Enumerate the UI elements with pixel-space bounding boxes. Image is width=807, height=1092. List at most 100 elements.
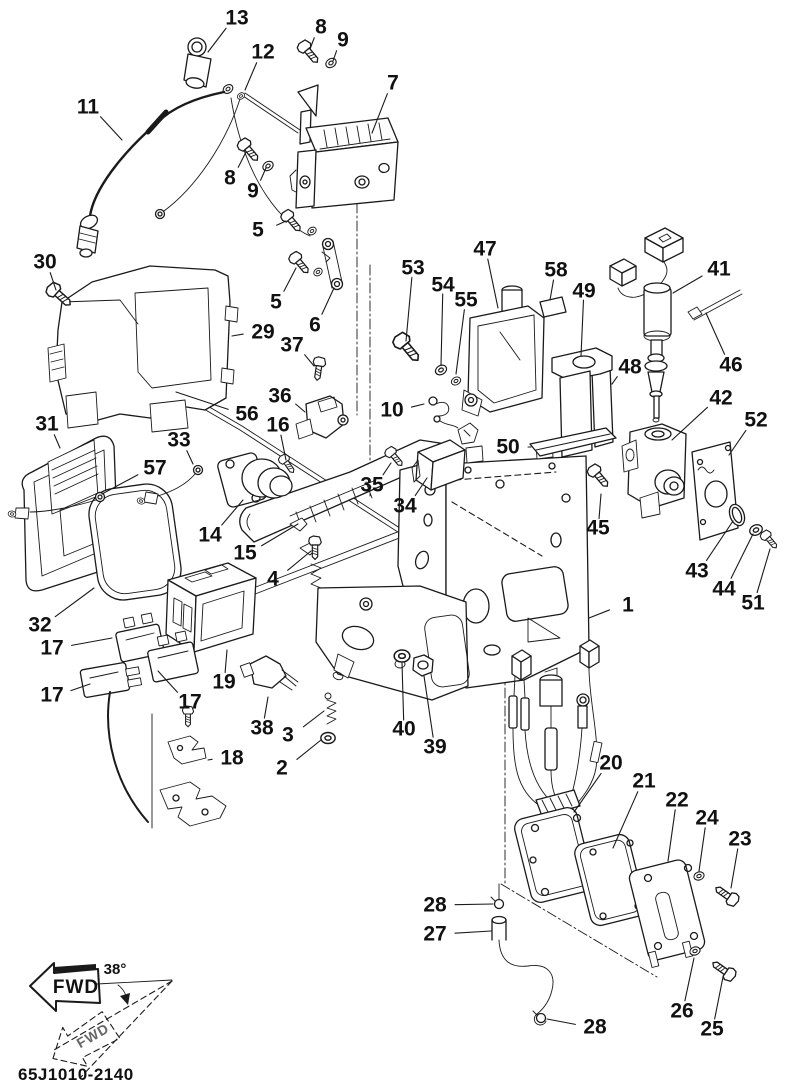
part-14-starter-relay bbox=[217, 452, 293, 508]
callout-43: 43 bbox=[685, 560, 708, 583]
leader-line-3 bbox=[302, 710, 325, 728]
part-49-bracket bbox=[551, 347, 613, 458]
part-22-pump-cover bbox=[628, 859, 706, 968]
part-36-sensor bbox=[295, 395, 349, 440]
part-47-cdi-unit bbox=[461, 285, 545, 417]
leader-line-49 bbox=[580, 299, 585, 357]
callout-28: 28 bbox=[583, 1016, 607, 1039]
part-28-ring-top bbox=[490, 896, 505, 910]
callout-8: 8 bbox=[315, 16, 327, 39]
part-55-washer bbox=[449, 374, 463, 388]
part-42-valve-body bbox=[621, 423, 687, 519]
part-9-washer-top bbox=[323, 55, 339, 71]
callout-26: 26 bbox=[670, 1000, 693, 1023]
leader-line-24 bbox=[698, 827, 706, 872]
callout-6: 6 bbox=[309, 314, 321, 337]
leader-line-1 bbox=[588, 609, 611, 619]
leader-line-43 bbox=[705, 520, 734, 561]
callout-33: 33 bbox=[167, 429, 190, 452]
callout-5: 5 bbox=[252, 219, 264, 242]
callout-22: 22 bbox=[665, 789, 688, 812]
callout-7: 7 bbox=[387, 72, 399, 95]
callout-25: 25 bbox=[700, 1018, 724, 1041]
part-45-bolt bbox=[584, 461, 614, 492]
part-12-stud bbox=[154, 82, 311, 237]
leader-line-42 bbox=[671, 406, 709, 441]
part-39-nut bbox=[412, 654, 434, 677]
callout-42: 42 bbox=[709, 387, 732, 410]
diagram-code: 65J1010-2140 bbox=[18, 1065, 134, 1084]
leader-line-40 bbox=[401, 662, 405, 721]
part-57-lead-wire bbox=[7, 491, 106, 520]
leader-line-2 bbox=[296, 739, 322, 761]
leader-line-54 bbox=[440, 293, 444, 366]
leader-line-37 bbox=[304, 354, 315, 367]
part-2-washer bbox=[320, 731, 336, 745]
leader-line-28 bbox=[546, 1018, 576, 1025]
leader-line-16 bbox=[280, 434, 287, 461]
callout-15: 15 bbox=[233, 542, 257, 565]
callout-13: 13 bbox=[225, 7, 248, 30]
leader-line-52 bbox=[728, 429, 747, 456]
leader-line-35 bbox=[382, 462, 392, 476]
callout-31: 31 bbox=[35, 413, 59, 436]
callout-27: 27 bbox=[423, 923, 446, 946]
leader-line-11 bbox=[99, 116, 123, 141]
callout-3: 3 bbox=[282, 724, 294, 747]
callout-19: 19 bbox=[212, 671, 235, 694]
callout-29: 29 bbox=[251, 321, 274, 344]
part-4-screw-spring bbox=[308, 535, 322, 589]
leader-line-51 bbox=[756, 548, 771, 594]
part-27-tube bbox=[491, 915, 554, 1026]
leader-line-57 bbox=[101, 474, 139, 495]
part-52-gasket-plate bbox=[691, 441, 739, 541]
callout-12: 12 bbox=[251, 41, 274, 64]
callout-2: 2 bbox=[276, 757, 288, 780]
callout-17: 17 bbox=[178, 691, 201, 714]
leader-line-55 bbox=[455, 309, 465, 375]
callout-36: 36 bbox=[268, 385, 291, 408]
leader-line-17 bbox=[70, 683, 91, 692]
callout-41: 41 bbox=[707, 258, 731, 281]
callout-9: 9 bbox=[247, 180, 259, 203]
wire-harness bbox=[508, 639, 603, 817]
leader-line-30 bbox=[49, 272, 57, 291]
part-53-bolt bbox=[389, 328, 426, 367]
callout-23: 23 bbox=[728, 828, 751, 851]
callout-11: 11 bbox=[77, 96, 100, 119]
leader-line-47 bbox=[487, 258, 499, 309]
callout-10: 10 bbox=[380, 399, 403, 422]
part-38-thermo-sensor bbox=[239, 655, 299, 691]
leader-line-41 bbox=[672, 275, 703, 294]
part-13-elbow-fitting bbox=[183, 37, 212, 89]
part-9-washer-mid bbox=[260, 158, 276, 174]
leader-line-14 bbox=[221, 499, 244, 526]
callout-40: 40 bbox=[392, 718, 415, 741]
leader-line-44 bbox=[730, 533, 754, 579]
leader-line-20 bbox=[573, 772, 602, 813]
callout-5: 5 bbox=[270, 291, 282, 314]
leader-line-58 bbox=[549, 279, 555, 301]
part-8-bolt-top bbox=[294, 37, 324, 68]
callout-44: 44 bbox=[712, 578, 736, 601]
leader-lines bbox=[49, 27, 771, 1025]
part-10-wire bbox=[428, 396, 479, 445]
callout-24: 24 bbox=[695, 807, 719, 830]
leader-line-27 bbox=[454, 930, 492, 934]
part-11-lead-cable bbox=[76, 90, 226, 258]
leader-line-29 bbox=[231, 333, 244, 337]
callout-21: 21 bbox=[632, 770, 656, 793]
callout-39: 39 bbox=[423, 736, 446, 759]
leader-line-13 bbox=[207, 27, 227, 53]
leader-line-17 bbox=[157, 670, 179, 693]
leader-line-4 bbox=[287, 550, 312, 571]
part-5-screw-b bbox=[286, 248, 325, 278]
leader-line-15 bbox=[261, 523, 299, 547]
callout-20: 20 bbox=[599, 752, 622, 775]
leader-line-34 bbox=[414, 477, 428, 497]
callout-55: 55 bbox=[454, 289, 478, 312]
fwd-hidden-label: FWD bbox=[74, 1020, 112, 1051]
